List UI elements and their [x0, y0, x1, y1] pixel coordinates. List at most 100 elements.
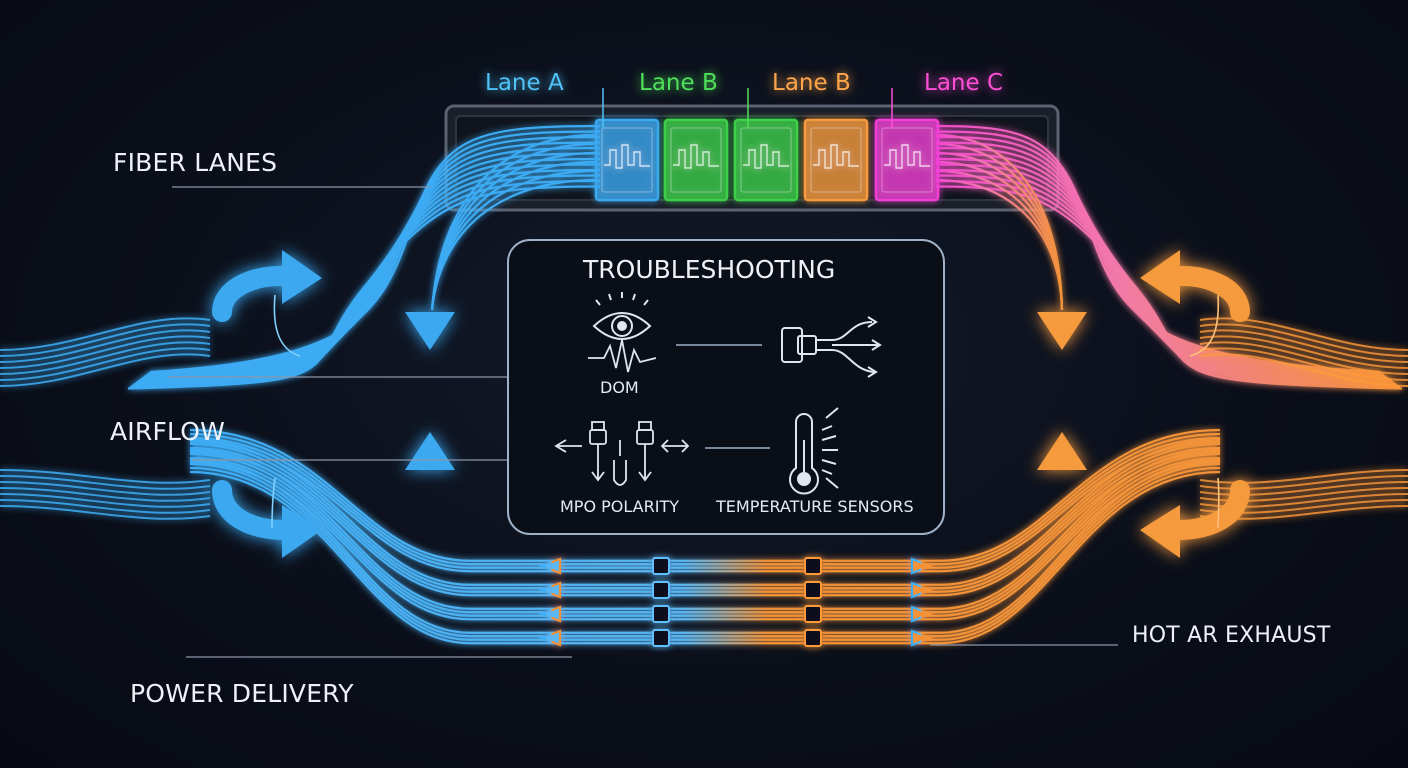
air-stream	[0, 505, 211, 520]
cable-connector	[804, 629, 822, 647]
label-airflow: AIRFLOW	[110, 417, 226, 446]
module-body	[733, 118, 799, 202]
lane-pointers	[602, 88, 893, 128]
power-cable	[189, 446, 1221, 593]
module-signal-trace	[673, 144, 719, 169]
label-hot-air-exhaust: HOT AR EXHAUST	[1132, 623, 1331, 648]
small-flow-arrows	[271, 294, 1220, 529]
module-body	[803, 118, 869, 202]
transceiver-module	[733, 118, 799, 202]
module-signal-trace	[743, 144, 789, 169]
air-stream	[1199, 323, 1408, 357]
module-inner	[670, 127, 722, 193]
power-cable	[189, 452, 1221, 614]
transceiver-module	[874, 118, 940, 202]
module-signal-trace	[884, 144, 930, 169]
arrow-left-icon	[538, 581, 562, 599]
cable-connector	[804, 557, 822, 575]
cable-connector	[804, 581, 822, 599]
power-cable	[189, 436, 1221, 569]
module-body	[874, 118, 940, 202]
fiber-strand	[935, 157, 1393, 383]
module-inner	[601, 127, 653, 193]
air-stream	[0, 475, 211, 490]
air-stream	[0, 335, 211, 369]
troubleshooting-panel	[507, 239, 945, 535]
air-stream	[1199, 487, 1408, 502]
fiber-connector-icon	[781, 316, 882, 378]
air-stream	[1199, 347, 1408, 381]
arrow-right-icon	[910, 629, 934, 647]
fiber-strand	[935, 146, 1389, 380]
arrow-up-icon	[1037, 432, 1087, 470]
air-stream	[0, 499, 211, 514]
cable-connector	[804, 605, 822, 623]
air-stream	[1199, 475, 1408, 490]
cable-connector	[652, 581, 670, 599]
fiber-strand	[935, 135, 1385, 377]
cable-connector	[652, 605, 670, 623]
label-leader-lines	[168, 186, 1118, 658]
panel-label-temperature-sensors: TEMPERATURE SENSORS	[716, 497, 914, 516]
lane-label-a: Lane A	[485, 70, 564, 96]
module-signal-trace	[813, 144, 859, 169]
cable-connector	[652, 629, 670, 647]
transceiver-module	[663, 118, 729, 202]
panel-label-mpo-polarity: MPO POLARITY	[560, 497, 679, 516]
fiber-strand	[430, 178, 597, 311]
air-stream	[0, 353, 211, 387]
air-stream	[0, 341, 211, 375]
mpo-polarity-icon	[554, 421, 690, 486]
thermometer-icon	[789, 407, 839, 495]
fiber-strand	[935, 130, 1383, 375]
airflow-streams-left	[0, 317, 211, 520]
air-stream	[1199, 469, 1408, 484]
air-stream	[0, 481, 211, 496]
power-cable	[189, 442, 1221, 590]
curved-arrow-icon	[1140, 480, 1250, 558]
air-stream	[0, 323, 211, 357]
arrow-down-icon	[1037, 312, 1087, 350]
transceiver-module	[803, 118, 869, 202]
power-cable	[189, 440, 1221, 573]
fiber-strand	[935, 152, 1391, 381]
air-stream	[0, 469, 211, 484]
lane-label-b-2: Lane B	[772, 70, 851, 96]
power-cables-bottom	[189, 428, 1221, 647]
air-stream	[0, 493, 211, 508]
power-cable	[189, 448, 1221, 610]
curved-arrow-icon	[212, 480, 322, 558]
power-cable	[189, 460, 1221, 621]
power-cable	[189, 456, 1221, 617]
cable-connectors	[652, 557, 822, 647]
air-stream	[1199, 353, 1408, 387]
fiber-strand	[935, 178, 1064, 311]
airflow-arrows	[212, 250, 1250, 558]
transceiver-module	[594, 118, 660, 202]
air-stream	[1199, 317, 1408, 351]
power-cable	[189, 428, 1221, 562]
transceiver-modules	[594, 118, 940, 202]
air-stream	[1199, 335, 1408, 369]
arrow-right-icon	[910, 557, 934, 575]
cable-connector	[652, 557, 670, 575]
label-fiber-lanes: FIBER LANES	[113, 148, 278, 177]
arrow-right-icon	[910, 605, 934, 623]
arrow-right-icon	[910, 581, 934, 599]
power-cable	[189, 470, 1221, 645]
air-stream	[0, 347, 211, 381]
arrow-up-icon	[405, 432, 455, 470]
module-inner	[881, 127, 933, 193]
arrow-left-icon	[538, 605, 562, 623]
air-stream	[0, 317, 211, 351]
arrow-left-icon	[538, 557, 562, 575]
lane-label-c: Lane C	[924, 70, 1004, 96]
power-cable	[189, 466, 1221, 641]
power-cable	[189, 432, 1221, 566]
module-body	[594, 118, 660, 202]
curved-arrow-icon	[1140, 250, 1250, 322]
power-cable	[189, 462, 1221, 638]
power-cable	[189, 438, 1221, 586]
